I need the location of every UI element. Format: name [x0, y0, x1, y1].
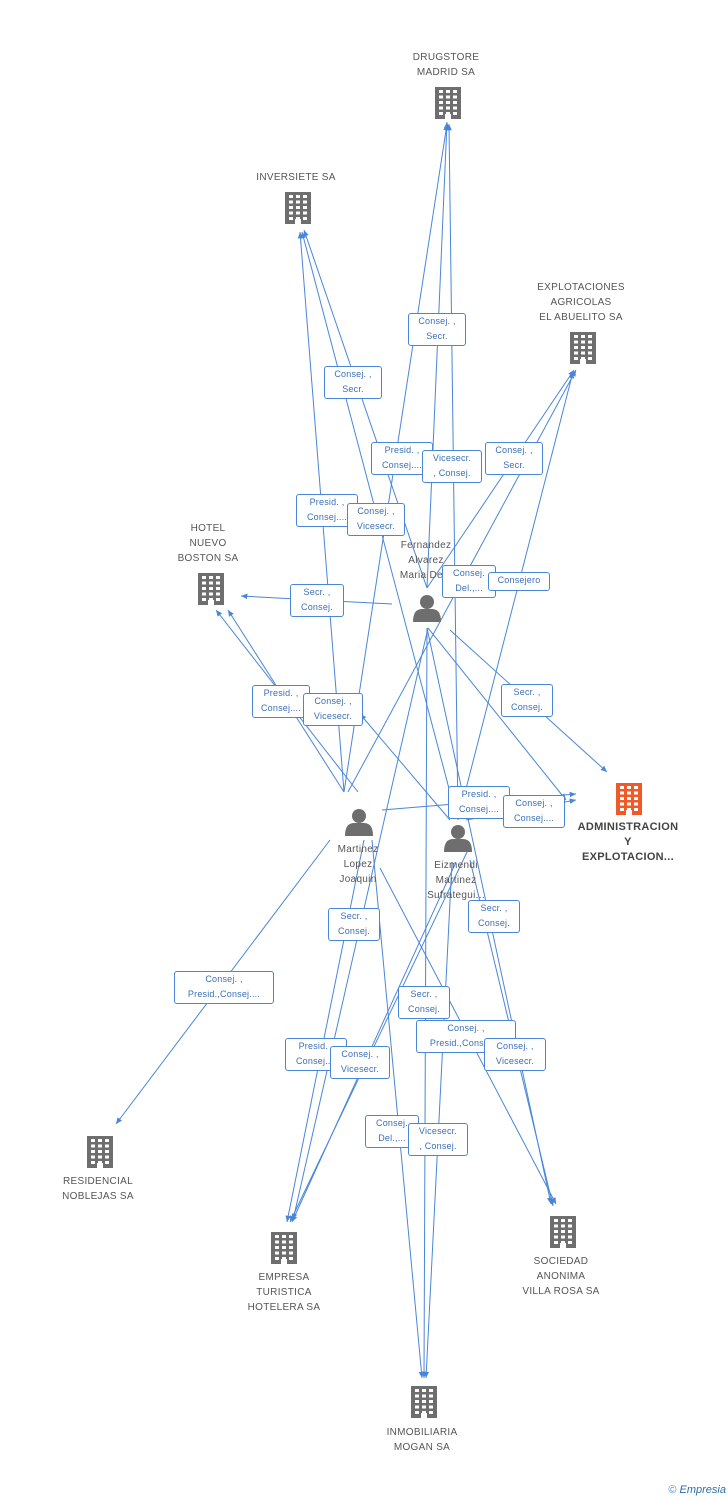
building-icon[interactable]	[198, 573, 224, 605]
relation-box[interactable]: Consej. , Presid.,Consej....	[174, 971, 274, 1004]
person-icon[interactable]	[413, 595, 441, 622]
person-icon[interactable]	[345, 809, 373, 836]
relation-box[interactable]: Presid. , Consej....	[448, 786, 510, 819]
person-label-fernandez[interactable]: Fernandez Alvarez Maria De...	[399, 540, 453, 581]
relation-box[interactable]: Consej. , Vicesecr.	[303, 693, 363, 726]
relation-box[interactable]: Vicesecr. , Consej.	[422, 450, 482, 483]
company-label-sociedad: SOCIEDAD ANONIMA VILLA ROSA SA	[522, 1256, 600, 1297]
relation-box[interactable]: Secr. , Consej.	[501, 684, 553, 717]
relation-box[interactable]: Consej. Del.,...	[442, 565, 496, 598]
building-icon[interactable]	[87, 1136, 113, 1168]
relation-edge	[291, 861, 457, 1223]
relation-box[interactable]: Secr. , Consej.	[398, 986, 450, 1019]
relation-edge	[359, 713, 451, 821]
relation-box[interactable]: Consej. , Secr.	[408, 313, 466, 346]
relation-box[interactable]: Secr. , Consej.	[468, 900, 520, 933]
building-icon[interactable]	[616, 783, 642, 815]
person-label-eizmendi[interactable]: Eizmendi Martinez Sufrategui...	[427, 860, 485, 901]
building-icon[interactable]	[550, 1216, 576, 1248]
relation-box[interactable]: Consej. , Vicesecr.	[347, 503, 405, 536]
relation-edge	[426, 121, 450, 589]
building-icon[interactable]	[411, 1386, 437, 1418]
building-icon[interactable]	[285, 192, 311, 224]
relation-box[interactable]: Consejero	[488, 572, 550, 591]
relation-edge	[289, 849, 469, 1223]
brand-name[interactable]: Empresia	[679, 1484, 726, 1496]
relation-box[interactable]: Secr. , Consej.	[290, 584, 344, 617]
relation-box[interactable]: Consej. , Secr.	[324, 366, 382, 399]
building-icon[interactable]	[570, 332, 596, 364]
relation-edge	[423, 861, 453, 1379]
company-label-hotel: HOTEL NUEVO BOSTON SA	[177, 523, 239, 564]
building-icon[interactable]	[435, 87, 461, 119]
relation-box[interactable]: Presid. , Consej....	[252, 685, 310, 718]
relation-edge	[285, 839, 365, 1223]
person-label-martinez[interactable]: Martinez Lopez Joaquin	[337, 844, 379, 885]
relation-box[interactable]: Consej. , Consej....	[503, 795, 565, 828]
company-label-residencial: RESIDENCIAL NOBLEJAS SA	[62, 1176, 134, 1202]
company-label-explotaciones: EXPLOTACIONES AGRICOLAS EL ABUELITO SA	[537, 282, 625, 323]
footer-credit: © Empresia	[668, 1484, 726, 1496]
relation-box[interactable]: Consej. , Vicesecr.	[484, 1038, 546, 1071]
relation-edge	[427, 627, 567, 801]
company-label-inmobiliaria: INMOBILIARIA MOGAN SA	[386, 1427, 458, 1453]
relation-edge	[371, 839, 425, 1379]
person-icon[interactable]	[444, 825, 472, 852]
building-icon[interactable]	[271, 1232, 297, 1264]
relation-box[interactable]: Consej. , Secr.	[485, 442, 543, 475]
company-label-inversiete: INVERSIETE SA	[256, 172, 336, 183]
relation-edge	[457, 371, 575, 821]
company-label-drugstore: DRUGSTORE MADRID SA	[412, 52, 480, 78]
relation-box[interactable]: Consej. , Vicesecr.	[330, 1046, 390, 1079]
relation-edge	[303, 229, 428, 589]
relation-edge	[426, 369, 575, 589]
company-label-administracion[interactable]: ADMINISTRACION Y EXPLOTACION...	[577, 821, 679, 863]
relation-box[interactable]: Vicesecr. , Consej.	[408, 1123, 468, 1156]
company-label-empresa: EMPRESA TURISTICA HOTELERA SA	[247, 1272, 321, 1313]
relation-box[interactable]: Secr. , Consej.	[328, 908, 380, 941]
copyright-symbol: ©	[668, 1484, 677, 1496]
